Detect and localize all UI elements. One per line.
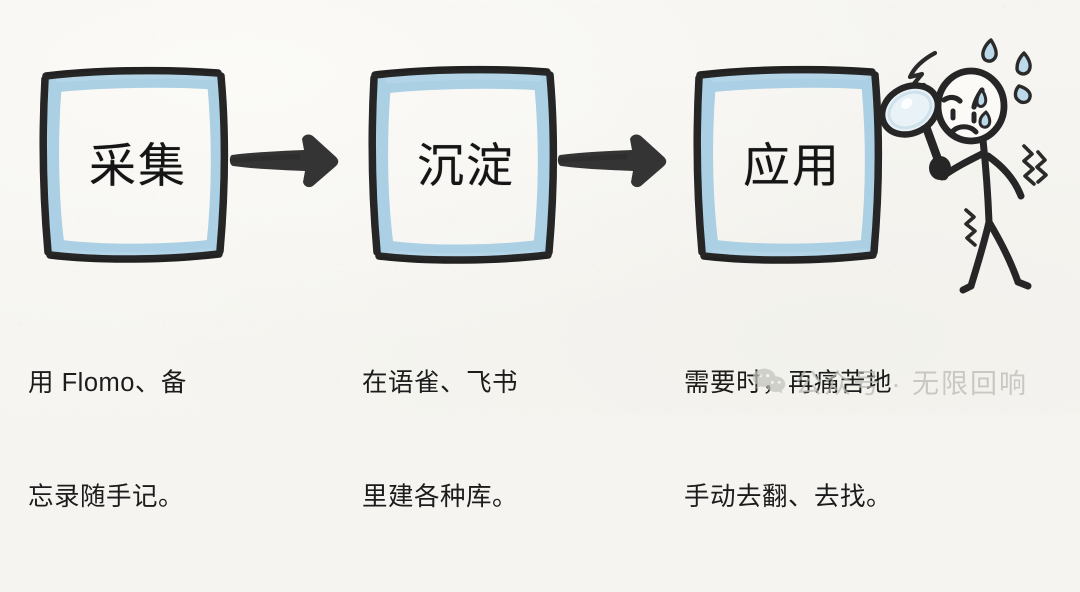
magnifying-glass-icon: [879, 82, 951, 181]
caption-apply-line2: 手动去翻、去找。: [684, 483, 893, 511]
caption-apply: 需要时，再痛苦地 手动去翻、去找。: [684, 288, 892, 592]
caption-collect-line2: 忘录随手记。: [28, 483, 185, 511]
illustration-canvas: 采集: [0, 0, 1080, 511]
caption-collect-line1: 用 Flomo、备: [28, 369, 187, 397]
caption-apply-line1: 需要时，再痛苦地: [684, 369, 893, 397]
motion-squiggle-left-icon: [964, 208, 977, 247]
wechat-icon: [752, 368, 786, 393]
caption-collect: 用 Flomo、备 忘录随手记。: [28, 288, 187, 592]
motion-squiggle-right-icon: [1022, 144, 1048, 186]
step-label-apply: 应用: [743, 138, 841, 192]
figure-body: [938, 136, 1032, 294]
step-box-settle: 沉淀: [368, 62, 564, 264]
step-box-collect: 采集: [39, 62, 236, 263]
arrow-settle-to-apply: [556, 128, 668, 192]
figure-eyes: [950, 108, 977, 124]
watermark: 公众号 · 无限回响: [752, 362, 1028, 401]
hand-drawn-box-apply: [693, 65, 883, 264]
face-sweat-icon: [975, 88, 992, 129]
arrow-collect-to-settle: [228, 128, 340, 192]
caption-settle-line1: 在语雀、飞书: [362, 369, 519, 397]
figure-mouth: [949, 124, 979, 135]
sweat-drop-icon: [981, 38, 1032, 105]
step-label-settle: 沉淀: [417, 138, 515, 192]
watermark-text: 公众号 · 无限回响: [795, 369, 1028, 399]
caption-settle: 在语雀、飞书 里建各种库。: [362, 288, 518, 592]
caption-settle-line2: 里建各种库。: [362, 483, 519, 511]
frustrated-stick-figure: [878, 28, 1080, 310]
hand-drawn-box-settle: [368, 65, 558, 264]
step-label-collect: 采集: [89, 138, 187, 192]
step-box-apply: 应用: [693, 62, 890, 264]
hand-drawn-box-collect: [39, 66, 229, 263]
